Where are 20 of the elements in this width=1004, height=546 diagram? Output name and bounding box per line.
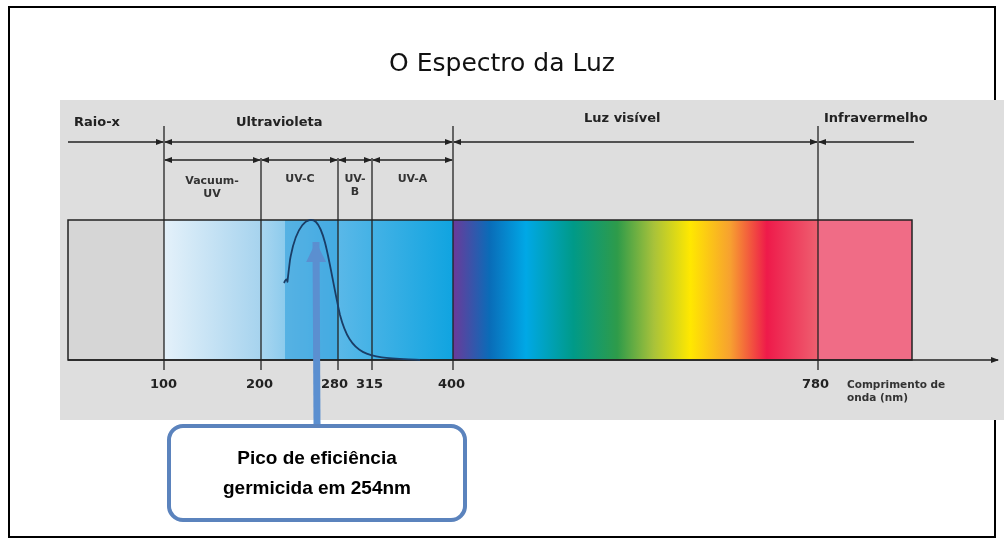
tick-label: 280	[321, 376, 349, 391]
efficiency-curve	[283, 219, 421, 361]
band-label: UV-A	[396, 172, 429, 186]
region-label: Infravermelho	[824, 110, 928, 125]
callout-box	[167, 424, 467, 522]
tick-label: 200	[246, 376, 274, 391]
tick-label: 780	[802, 376, 830, 391]
band-label: UV-C	[284, 172, 316, 186]
callout-text: Pico de eficiência germicida em 254nm	[222, 445, 412, 500]
band-label: Vacuum-UV	[184, 174, 240, 201]
region-label: Ultravioleta	[236, 114, 323, 129]
tick-label: 400	[438, 376, 466, 391]
region-label: Luz visível	[584, 110, 661, 125]
tick-label: 315	[356, 376, 384, 391]
title: O Espectro da Luz	[388, 48, 616, 77]
region-label: Raio-x	[74, 114, 120, 129]
axis-title: Comprimento de onda (nm)	[847, 378, 947, 404]
tick-label: 100	[150, 376, 178, 391]
band-label: UV-B	[343, 172, 367, 199]
leader-arrow	[306, 241, 327, 425]
